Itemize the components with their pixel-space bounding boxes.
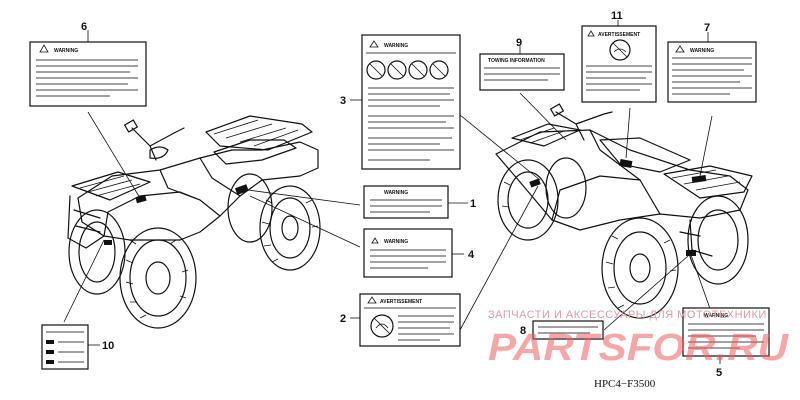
- label-3-warning-text: WARNING: [384, 43, 408, 49]
- callout-numbers: 6 3 1 4 2 9 11 7 8 5 10: [81, 10, 722, 379]
- watermark-brand: PARTSFOR.RU: [488, 327, 790, 369]
- callout-6: 6: [81, 21, 87, 33]
- label-4-warning-text: WARNING: [384, 239, 408, 245]
- label-10-decal: [41, 324, 89, 370]
- callout-8: 8: [520, 325, 526, 337]
- label-5-warning-decal: WARNING: [682, 307, 770, 357]
- callout-1: 1: [470, 198, 476, 210]
- callout-3: 3: [340, 95, 346, 107]
- callout-4: 4: [468, 249, 475, 261]
- leader-lines: [63, 92, 715, 331]
- callout-2: 2: [340, 313, 346, 325]
- label-5-warning-text: WARNING: [704, 313, 728, 319]
- label-6-warning-text: WARNING: [54, 48, 78, 54]
- callout-11: 11: [611, 10, 623, 22]
- label-4-warning-decal: WARNING: [363, 228, 453, 278]
- label-2-avertissement-decal: AVERTISSEMENT: [359, 293, 461, 347]
- label-1-warning-decal: WARNING: [363, 185, 449, 219]
- callout-7: 7: [704, 22, 710, 34]
- label-1-warning-text: WARNING: [384, 190, 408, 196]
- label-9-towing-decal: TOWING INFORMATION: [479, 53, 565, 91]
- label-7-warning-decal: WARNING: [667, 41, 757, 103]
- label-2-avertissement-text: AVERTISSEMENT: [380, 299, 422, 305]
- label-7-warning-text: WARNING: [690, 48, 714, 54]
- atv-left-drawing: [67, 115, 321, 329]
- callout-5: 5: [716, 367, 722, 379]
- watermark: ЗАПЧАСТИ И АКСЕССУАРЫ ДЛЯ МОТОТЕХНИКИ PA…: [488, 309, 790, 369]
- label-6-warning-decal: WARNING: [29, 41, 147, 107]
- callout-10: 10: [102, 340, 114, 352]
- watermark-tagline: ЗАПЧАСТИ И АКСЕССУАРЫ ДЛЯ МОТОТЕХНИКИ: [488, 309, 767, 321]
- callout-9: 9: [516, 37, 522, 49]
- label-3-warning-decal: WARNING: [361, 34, 461, 170]
- label-8-decal: [532, 320, 604, 340]
- diagram-code: HPC4−F3500: [594, 378, 656, 390]
- label-11-avertissement-text: AVERTISSEMENT: [598, 32, 640, 38]
- prohibition-icons: [366, 60, 449, 80]
- atv-right-drawing: [495, 103, 753, 319]
- label-11-avertissement-decal: AVERTISSEMENT: [581, 25, 657, 103]
- label-9-towing-text: TOWING INFORMATION: [488, 58, 545, 64]
